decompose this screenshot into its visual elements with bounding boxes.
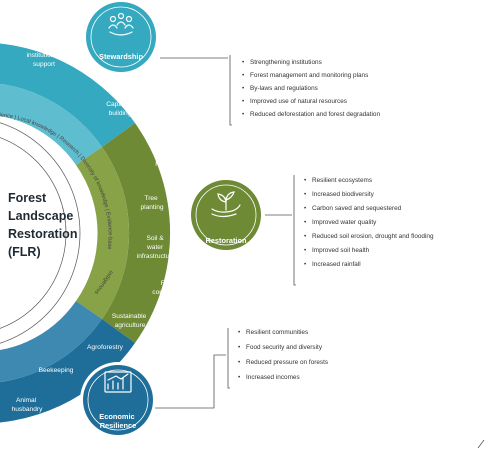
corner-slash [477,439,485,449]
list-item: • [304,233,306,240]
list-item: • [304,261,306,268]
restoration-title: Restoration [205,236,247,245]
list-item: Carbon saved and sequestered [312,205,402,212]
segment-soil-water-infrastructure: Soil & water infrastructure [137,235,176,260]
stewardship-band [0,43,135,147]
segment-tree-planting: Tree planting [140,195,163,211]
center-title-line-3: Restoration [8,227,77,241]
list-item: Reduced deforestation and forest degrada… [250,111,380,118]
segment-assisted-natural-regeneration: Assisted Natural Regeneration [155,143,195,168]
list-item: • [242,59,244,66]
knowledge-ring-inner-line [0,137,67,329]
restoration-outcomes: • Resilient ecosystems • Increased biodi… [304,177,434,268]
restoration-inner-sector [76,147,130,319]
segment-agroforestry: Agroforestry [87,344,124,351]
segment-beekeeping: Beekeeping [39,367,74,374]
list-item: Improved water quality [312,219,377,226]
list-item: Forest management and monitoring plans [250,72,368,79]
economic-resilience-title: Economic Resilience [99,412,136,430]
list-item: Reduced soil erosion, drought and floodi… [312,233,434,240]
stewardship-outcomes: • Strengthening institutions • Forest ma… [242,59,380,118]
seedling-hand-icon [211,191,241,218]
economic-resilience-hub: Economic Resilience [80,362,156,438]
list-item: Increased incomes [246,374,300,381]
list-item: • [242,85,244,92]
segment-sustainable-agriculture: Sustainable agriculture [112,313,148,329]
list-item: • [238,344,240,351]
stewardship-bracket [229,55,232,126]
list-item: • [304,247,306,254]
list-item: • [242,98,244,105]
list-item: • [238,374,240,381]
center-title-line-1: Forest [8,191,47,205]
list-item: Improved soil health [312,247,370,254]
segment-capacity-building: Capacity building [106,101,134,117]
stewardship-inner-sector [0,83,102,165]
restoration-hub: Restoration [188,177,264,253]
growth-chart-icon [104,371,132,393]
economic-connector [148,354,226,409]
list-item: • [304,177,306,184]
restoration-bracket [293,175,296,286]
segment-animal-husbandry: Animal husbandry [12,397,43,413]
connectors [148,55,485,449]
list-item: • [242,72,244,79]
list-item: • [304,205,306,212]
list-item: Increased biodiversity [312,191,375,198]
segment-forest-conservation: Forest conservation [152,280,190,296]
list-item: • [304,191,306,198]
list-item: • [238,359,240,366]
segment-local-institutional-support: Local institutional support [27,43,62,68]
list-item: • [242,111,244,118]
center-disc [0,139,64,327]
list-item: • [238,329,240,336]
center-title-line-4: (FLR) [8,245,41,259]
economic-inner-sector [0,301,102,383]
list-item: Resilient ecosystems [312,177,372,184]
center-title: Forest Landscape Restoration (FLR) [8,191,81,259]
hands-people-icon [108,12,134,36]
list-item: By-laws and regulations [250,85,318,92]
list-item: • [304,219,306,226]
list-item: Resilient communities [246,329,308,336]
restoration-band [102,123,171,343]
knowledge-ring-outer-line [0,122,81,344]
stewardship-hub: Stewardship [83,0,159,75]
list-item: Increased rainfall [312,261,361,268]
center-title-line-2: Landscape [8,209,73,223]
list-item: Improved use of natural resources [250,98,347,105]
economic-resilience-band [0,319,135,423]
economic-outcomes: • Resilient communities • Food security … [238,329,328,381]
economic-bracket [227,328,230,389]
list-item: Food security and diversity [246,344,323,351]
stewardship-title: Stewardship [99,52,143,61]
list-item: Reduced pressure on forests [246,359,328,366]
list-item: Strengthening institutions [250,59,322,66]
